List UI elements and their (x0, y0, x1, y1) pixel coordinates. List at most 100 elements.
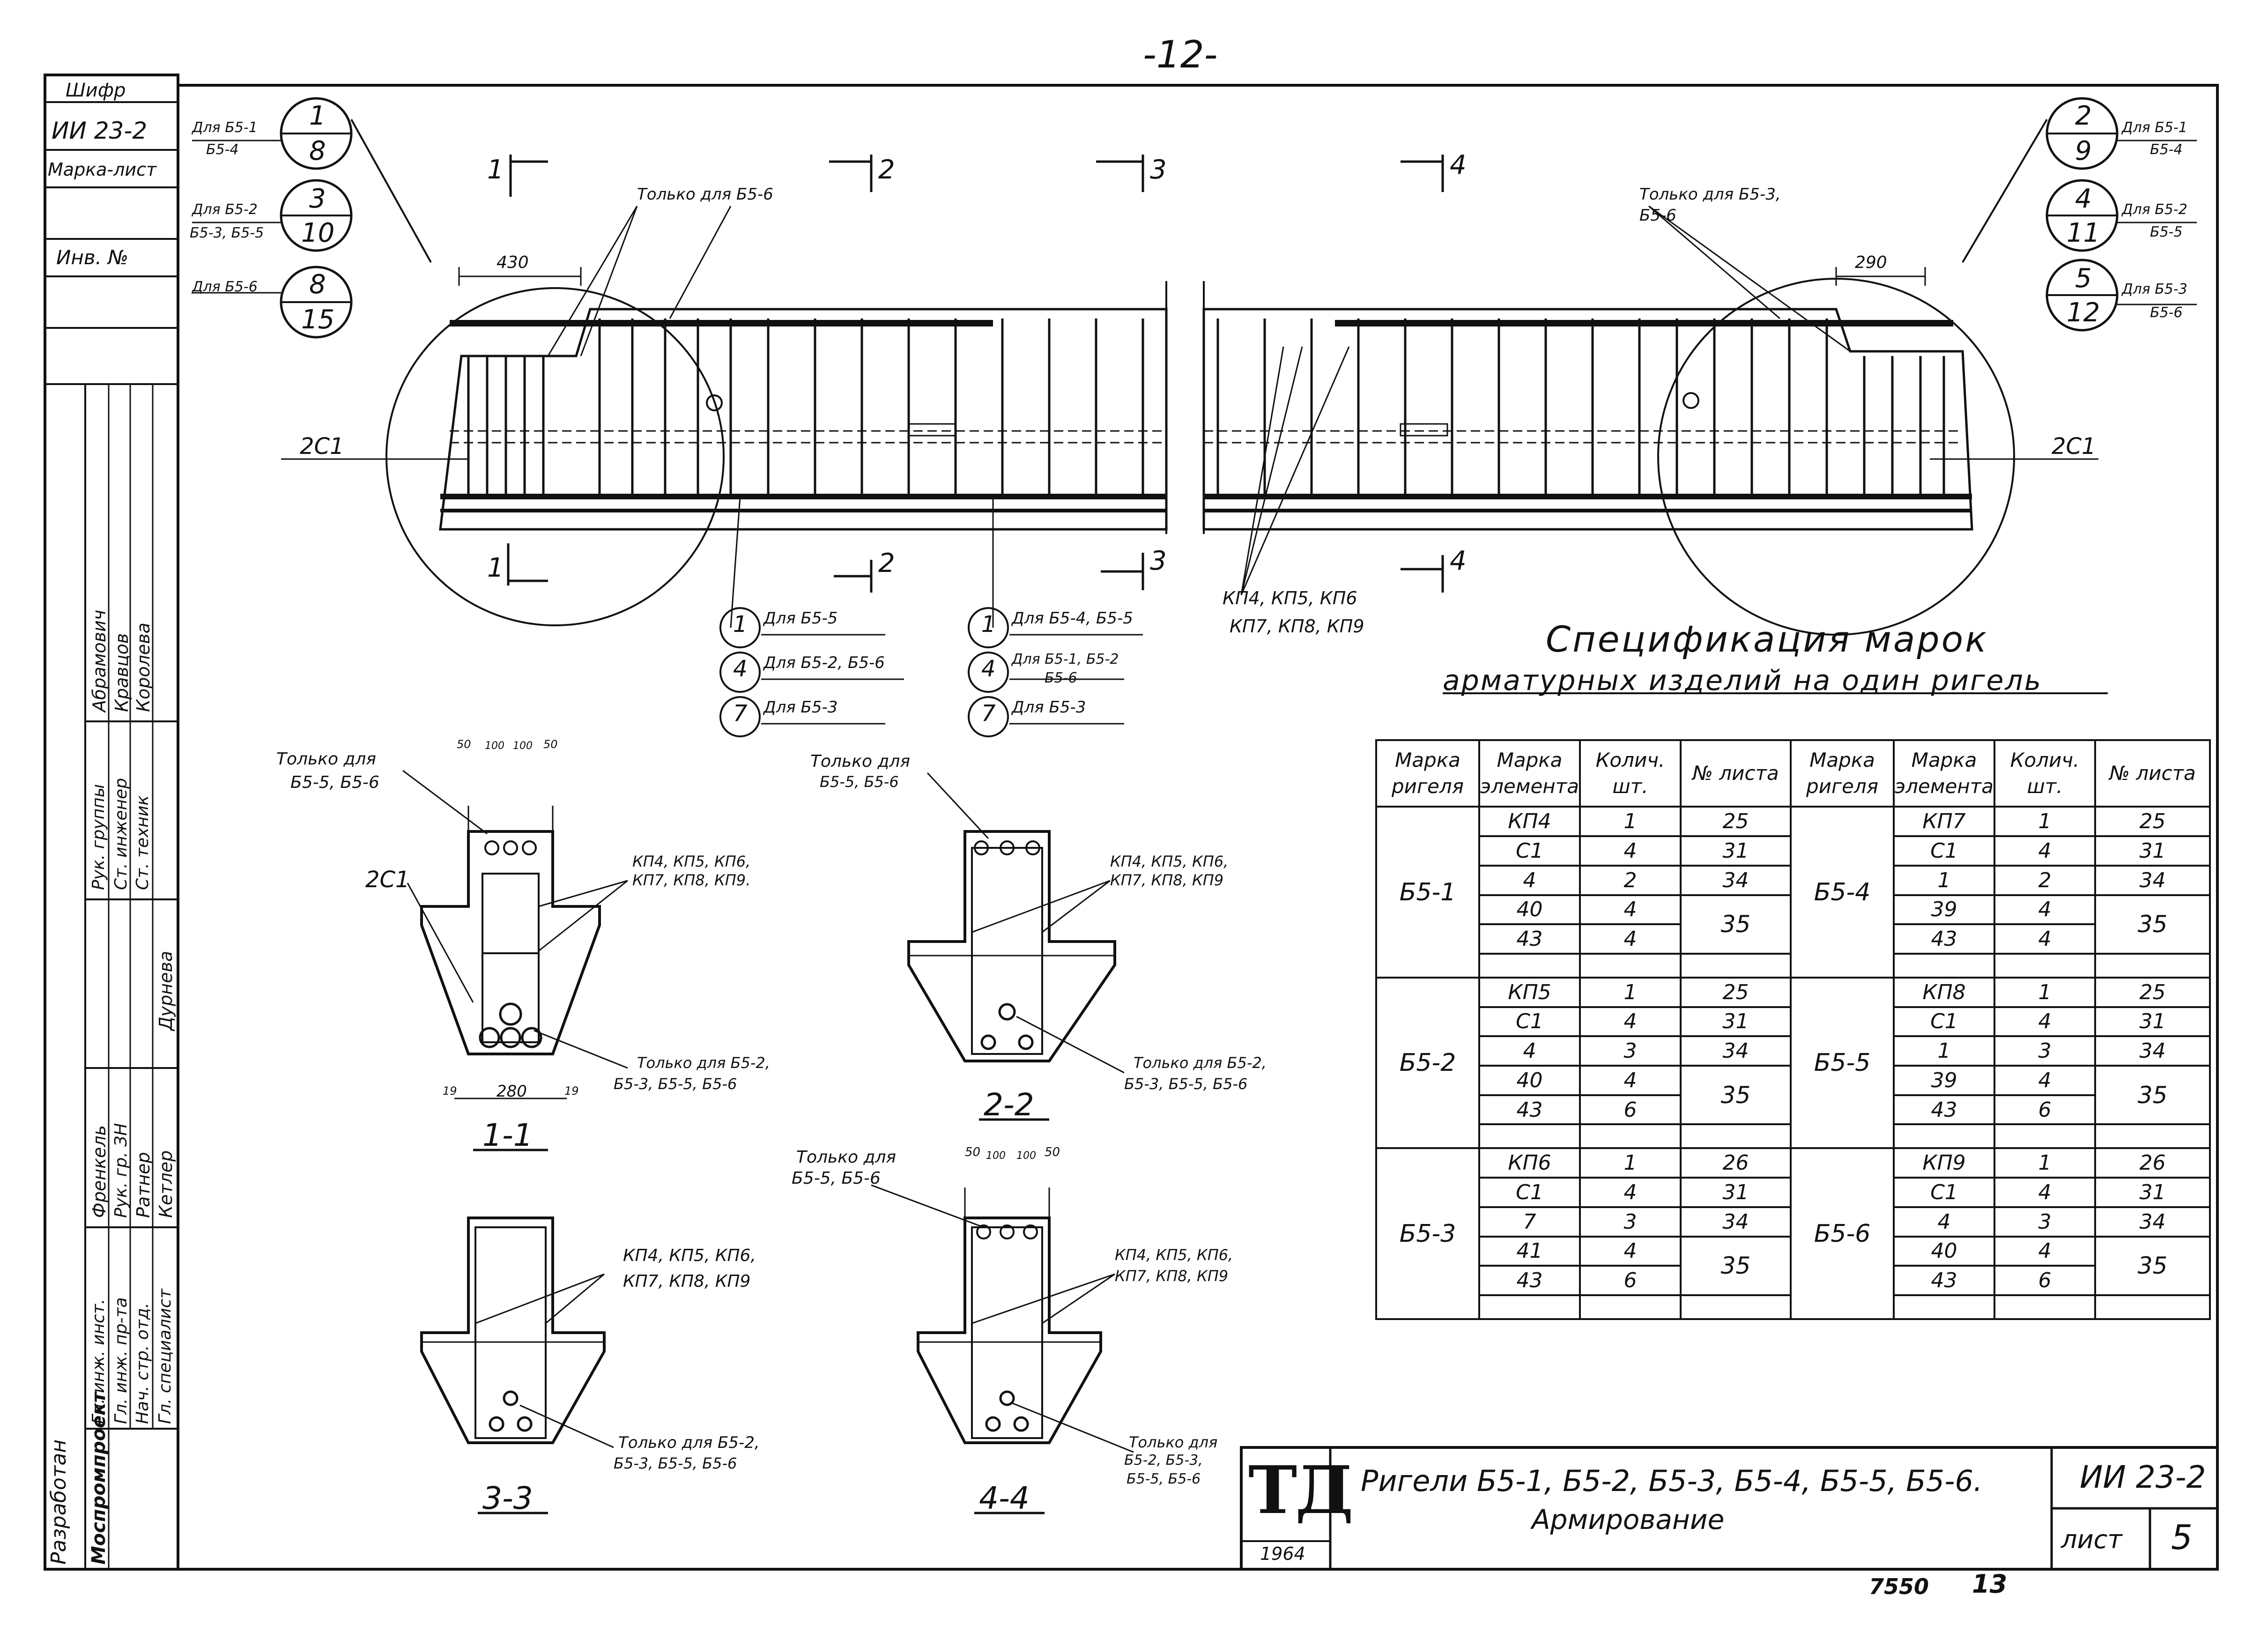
s1-kp2: КП7, КП8, КП9. (632, 871, 751, 889)
s2-title: 2-2 (984, 1087, 1034, 1123)
developed-by-label: Разработан (47, 1439, 71, 1565)
s1-kp1: КП4, КП5, КП6, (632, 853, 751, 870)
spec-cell: 39 (1893, 894, 1995, 926)
spec-cell: 1 (1994, 806, 2096, 838)
stamp-extra: 13 (1972, 1569, 2008, 1599)
spec-cell: 4 (1994, 835, 2096, 867)
spec-header-row: Марка ригеля Марка элемента Колич. шт. №… (1375, 739, 2211, 808)
section-mark-2-bot: 2 (878, 548, 895, 579)
rebar-right-label: 2С1 (2052, 433, 2096, 460)
spec-header-cell: Марка элемента (1478, 739, 1581, 808)
mark-sheet-label: Марка-лист (48, 159, 157, 180)
spec-cell: 4 (1579, 1235, 1682, 1267)
table-row: 43 6 43 6 (1376, 1094, 2210, 1126)
spec-girder-mark: Б5-2 (1375, 976, 1480, 1150)
spec-cell: 31 (2094, 1006, 2211, 1038)
cipher-value: ИИ 23-2 (52, 117, 148, 144)
spec-cell: КП8 (1893, 976, 1995, 1008)
s2-bot-note2: Б5-3, Б5-5, Б5-6 (1124, 1075, 1248, 1093)
spec-cell: 2 (1994, 864, 2096, 896)
spec-cell: 4 (1579, 894, 1682, 926)
s1-title: 1-1 (482, 1117, 533, 1153)
spec-cell-blank (1478, 1294, 1581, 1320)
callout-left-1-bottom: 8 (309, 136, 326, 166)
spec-cell: С1 (1478, 835, 1581, 867)
bc-a-1-num: 1 (733, 611, 748, 638)
callout-left-2-bottom: 10 (301, 218, 335, 248)
bc-b-3-num: 7 (981, 700, 996, 727)
spec-cell-merged: 35 (2094, 1235, 2211, 1296)
table-row: Б5-1 КП4 1 25 Б5-4 КП7 1 25 (1375, 806, 2211, 979)
spec-header-cell: Колич. шт. (1994, 739, 2096, 808)
role-3: Нач. стр. отд. (133, 1302, 152, 1424)
table-row: С1 4 31 С1 4 31 (1376, 1006, 2211, 1038)
spec-cell-merged: 35 (1680, 1235, 1792, 1296)
s4-dim-top-4: 50 (1045, 1145, 1060, 1159)
s2-kp1: КП4, КП5, КП6, (1110, 853, 1229, 870)
bc-a-3-label: Для Б5-3 (763, 698, 838, 717)
spec-cell: 4 (1994, 1177, 2096, 1208)
callout-left-2-top: 3 (309, 184, 326, 214)
spec-cell: 25 (2094, 976, 2211, 1008)
spec-cell: 4 (1478, 864, 1581, 896)
role-7: Ст. техник (133, 795, 152, 890)
bc-b-1-num: 1 (981, 611, 996, 638)
spec-cell: 34 (2094, 864, 2211, 896)
spec-cell: 4 (1579, 1065, 1682, 1096)
s3-title: 3-3 (482, 1480, 533, 1516)
section-mark-1-bot: 1 (487, 553, 504, 583)
spec-cell: 41 (1478, 1235, 1581, 1267)
spec-cell-merged: 35 (1680, 894, 1792, 955)
spec-cell: 34 (1680, 1035, 1792, 1067)
name-2: Рук. гр. ЗН (111, 1123, 131, 1218)
spec-cell: 31 (1680, 1177, 1792, 1208)
spec-cell: 2 (1579, 864, 1682, 896)
bc-a-3-num: 7 (733, 700, 748, 727)
callout-right-3-top: 5 (2075, 263, 2092, 294)
table-row: 43 6 43 6 (1376, 1265, 2210, 1296)
spec-cell-blank (1994, 952, 2096, 979)
section-mark-4-bot: 4 (1450, 546, 1467, 576)
callout-right-3-label: Для Б5-3 (2122, 281, 2187, 297)
spec-cell-merged: 35 (2094, 1065, 2211, 1126)
spec-header-cell: Марка ригеля (1790, 739, 1895, 808)
bc-a-2-num: 4 (733, 656, 748, 682)
spec-cell: 4 (1994, 1235, 2096, 1267)
spec-cell: КП6 (1478, 1147, 1581, 1179)
s2-kp2: КП7, КП8, КП9 (1110, 871, 1224, 889)
spec-cell: 43 (1893, 1265, 1995, 1296)
spec-cell: С1 (1893, 835, 1995, 867)
spec-cell: 31 (2094, 835, 2211, 867)
section-mark-4-top: 4 (1450, 150, 1467, 180)
table-row: 43 4 43 4 (1376, 923, 2210, 955)
s4-dim-top-3: 100 (1016, 1150, 1036, 1162)
spec-cell-blank (1893, 1123, 1995, 1150)
spec-cell-blank (1579, 1294, 1682, 1320)
spec-cell-blank (2094, 952, 2211, 979)
bc-b-3-label: Для Б5-3 (1012, 698, 1086, 717)
callout-right-2-label: Для Б5-2 (2122, 201, 2187, 218)
callout-right-2-bottom: 11 (2067, 218, 2100, 248)
spec-cell-blank (1893, 952, 1995, 979)
table-row: 7 3 34 4 3 34 (1376, 1206, 2211, 1238)
spec-cell-blank (2094, 1123, 2211, 1150)
cipher-label: Шифр (66, 80, 126, 101)
table-row: Б5-3 КП6 1 26 Б5-6 КП9 1 26 (1375, 1147, 2211, 1320)
spec-header-cell: Марка элемента (1893, 739, 1995, 808)
s3-bot-note2: Б5-3, Б5-5, Б5-6 (614, 1454, 737, 1472)
title-line-2: Армирование (1532, 1504, 1725, 1536)
side-block-frame (44, 74, 179, 1571)
callout-right-3-bottom: 12 (2067, 297, 2100, 328)
spec-cell: 1 (1579, 1147, 1682, 1179)
spec-header-cell: Колич. шт. (1579, 739, 1682, 808)
spec-cell: 6 (1994, 1265, 2096, 1296)
spec-cell-blank (1579, 952, 1682, 979)
table-row: 40 4 35 39 4 35 (1376, 894, 2211, 955)
table-row-blank (1376, 1294, 2211, 1320)
bc-a-2-label: Для Б5-2, Б5-6 (763, 653, 885, 672)
callout-left-3-label: Для Б5-6 (192, 279, 258, 295)
table-row: 4 3 34 1 3 34 (1376, 1035, 2211, 1067)
spec-cell: 4 (1994, 894, 2096, 926)
s2-top-note1: Только для (810, 752, 911, 771)
spec-cell: 6 (1994, 1094, 2096, 1126)
